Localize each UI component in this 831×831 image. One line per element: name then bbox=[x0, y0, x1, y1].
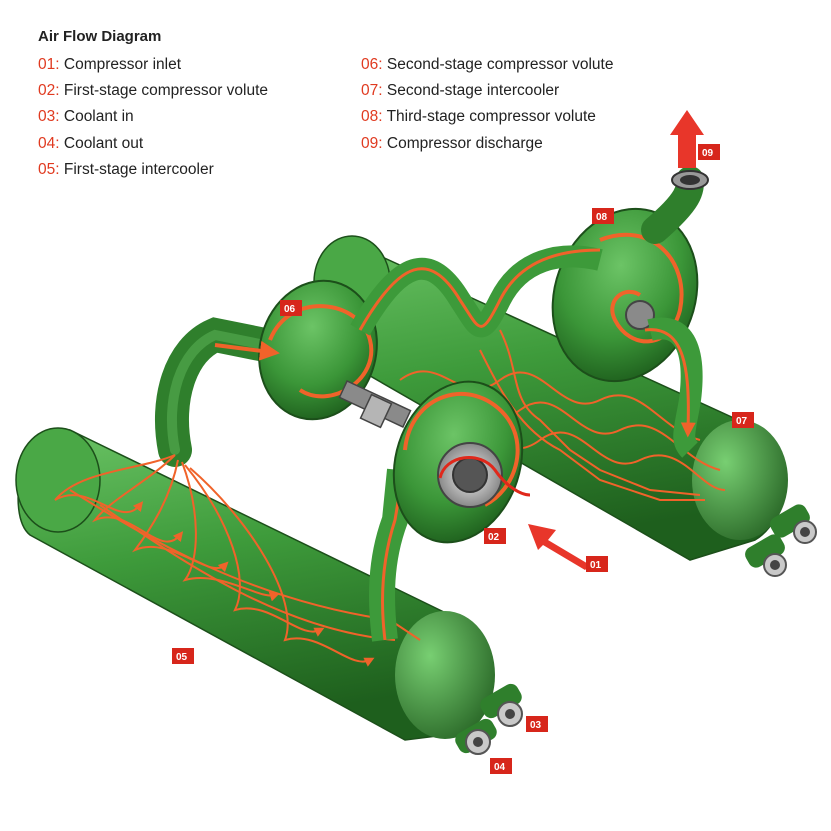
svg-text:08: 08 bbox=[596, 212, 608, 223]
legend-column-left: 01: Compressor inlet 02: First-stage com… bbox=[38, 54, 268, 185]
legend-label: First-stage intercooler bbox=[63, 160, 214, 178]
legend-code: 07 bbox=[361, 82, 379, 100]
transfer-pipe-1 bbox=[155, 317, 282, 467]
svg-text:06: 06 bbox=[284, 304, 296, 315]
svg-text:05: 05 bbox=[176, 652, 188, 663]
legend-code: 02 bbox=[38, 82, 56, 100]
legend-label: Second-stage compressor volute bbox=[386, 56, 614, 73]
callout-06: 06 bbox=[280, 300, 302, 316]
legend-code: 01 bbox=[38, 56, 56, 73]
legend-code: 04 bbox=[38, 134, 56, 152]
legend-item-05: 05: First-stage intercooler bbox=[38, 160, 214, 178]
legend-label: Coolant out bbox=[63, 134, 144, 152]
callout-03: 03 bbox=[526, 716, 548, 732]
legend-item-07: 07: Second-stage intercooler bbox=[361, 82, 560, 100]
discharge-arrow bbox=[670, 110, 704, 168]
legend-label: First-stage compressor volute bbox=[63, 82, 269, 100]
rear-coolant-pipes bbox=[745, 504, 817, 577]
drive-shaft bbox=[338, 380, 412, 429]
legend-item-09: 09: Compressor discharge bbox=[361, 134, 543, 152]
legend-label: Compressor discharge bbox=[386, 134, 543, 152]
legend-code: 06 bbox=[361, 56, 379, 73]
first-stage-volute bbox=[369, 380, 531, 642]
legend-code: 08 bbox=[361, 108, 379, 126]
legend-item-08: 08: Third-stage compressor volute bbox=[361, 108, 596, 126]
callout-04: 04 bbox=[490, 758, 512, 774]
legend-label: Compressor inlet bbox=[63, 56, 182, 73]
svg-text:03: 03 bbox=[530, 720, 542, 731]
callout-05: 05 bbox=[172, 648, 194, 664]
svg-text:01: 01 bbox=[590, 560, 602, 571]
callout-02: 02 bbox=[484, 528, 506, 544]
legend-label: Third-stage compressor volute bbox=[386, 108, 596, 126]
svg-text:07: 07 bbox=[736, 416, 748, 427]
svg-text:04: 04 bbox=[494, 762, 506, 773]
legend-title: Air Flow Diagram bbox=[38, 28, 162, 45]
front-coolant-pipes bbox=[455, 683, 523, 755]
legend-code: 03 bbox=[38, 108, 56, 126]
legend-label: Second-stage intercooler bbox=[386, 82, 560, 100]
legend-item-06: 06: Second-stage compressor volute bbox=[361, 56, 614, 73]
callout-07: 07 bbox=[732, 412, 754, 428]
legend-item-04: 04: Coolant out bbox=[38, 134, 144, 152]
legend-code: 05 bbox=[38, 160, 56, 178]
inlet-arrow bbox=[528, 524, 590, 570]
svg-text:09: 09 bbox=[702, 148, 714, 159]
callout-01: 01 bbox=[586, 556, 608, 572]
callout-08: 08 bbox=[592, 208, 614, 224]
legend-item-03: 03: Coolant in bbox=[38, 108, 134, 126]
legend-item-01: 01: Compressor inlet bbox=[38, 56, 182, 73]
svg-text:02: 02 bbox=[488, 532, 500, 543]
legend-item-02: 02: First-stage compressor volute bbox=[38, 82, 269, 100]
first-intercooler-airflow bbox=[54, 454, 421, 667]
legend-code: 09 bbox=[361, 134, 379, 152]
callout-09: 09 bbox=[698, 144, 720, 160]
legend-column-right: 06: Second-stage compressor volute 07: S… bbox=[361, 54, 613, 159]
legend-label: Coolant in bbox=[63, 108, 134, 126]
